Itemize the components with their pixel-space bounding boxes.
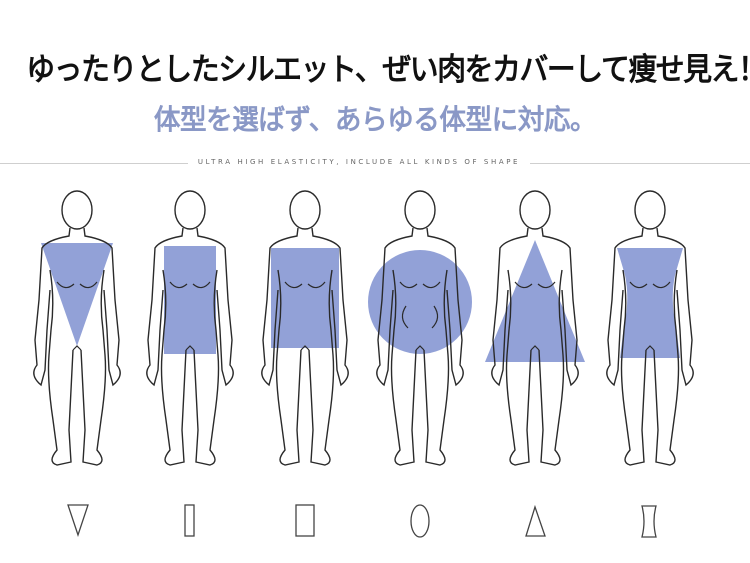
figure-hourglass xyxy=(606,190,694,466)
figure-rectangle-narrow xyxy=(146,190,234,466)
inverted-triangle-icon xyxy=(67,504,89,538)
figure-triangle xyxy=(485,190,585,466)
figure-inverted-triangle xyxy=(33,190,121,466)
body-figures xyxy=(33,190,694,466)
rectangle-icon xyxy=(295,504,315,537)
divider-left xyxy=(0,163,188,164)
oval-icon xyxy=(410,504,430,538)
subheadline: 体型を選ばず、あらゆる体型に対応。 xyxy=(153,103,597,136)
narrow-rectangle-icon xyxy=(184,504,195,537)
tagline: ULTRA HIGH ELASTICITY, INCLUDE ALL KINDS… xyxy=(197,158,521,166)
figure-oval xyxy=(368,190,472,466)
shape-symbols xyxy=(67,504,657,538)
hourglass-icon xyxy=(641,505,657,538)
divider-right xyxy=(530,163,750,164)
headline: ゆったりとしたシルエット、ぜい肉をカバーして痩せ見え！ xyxy=(26,52,750,88)
figure-rectangle xyxy=(261,190,349,466)
triangle-icon xyxy=(525,504,546,537)
